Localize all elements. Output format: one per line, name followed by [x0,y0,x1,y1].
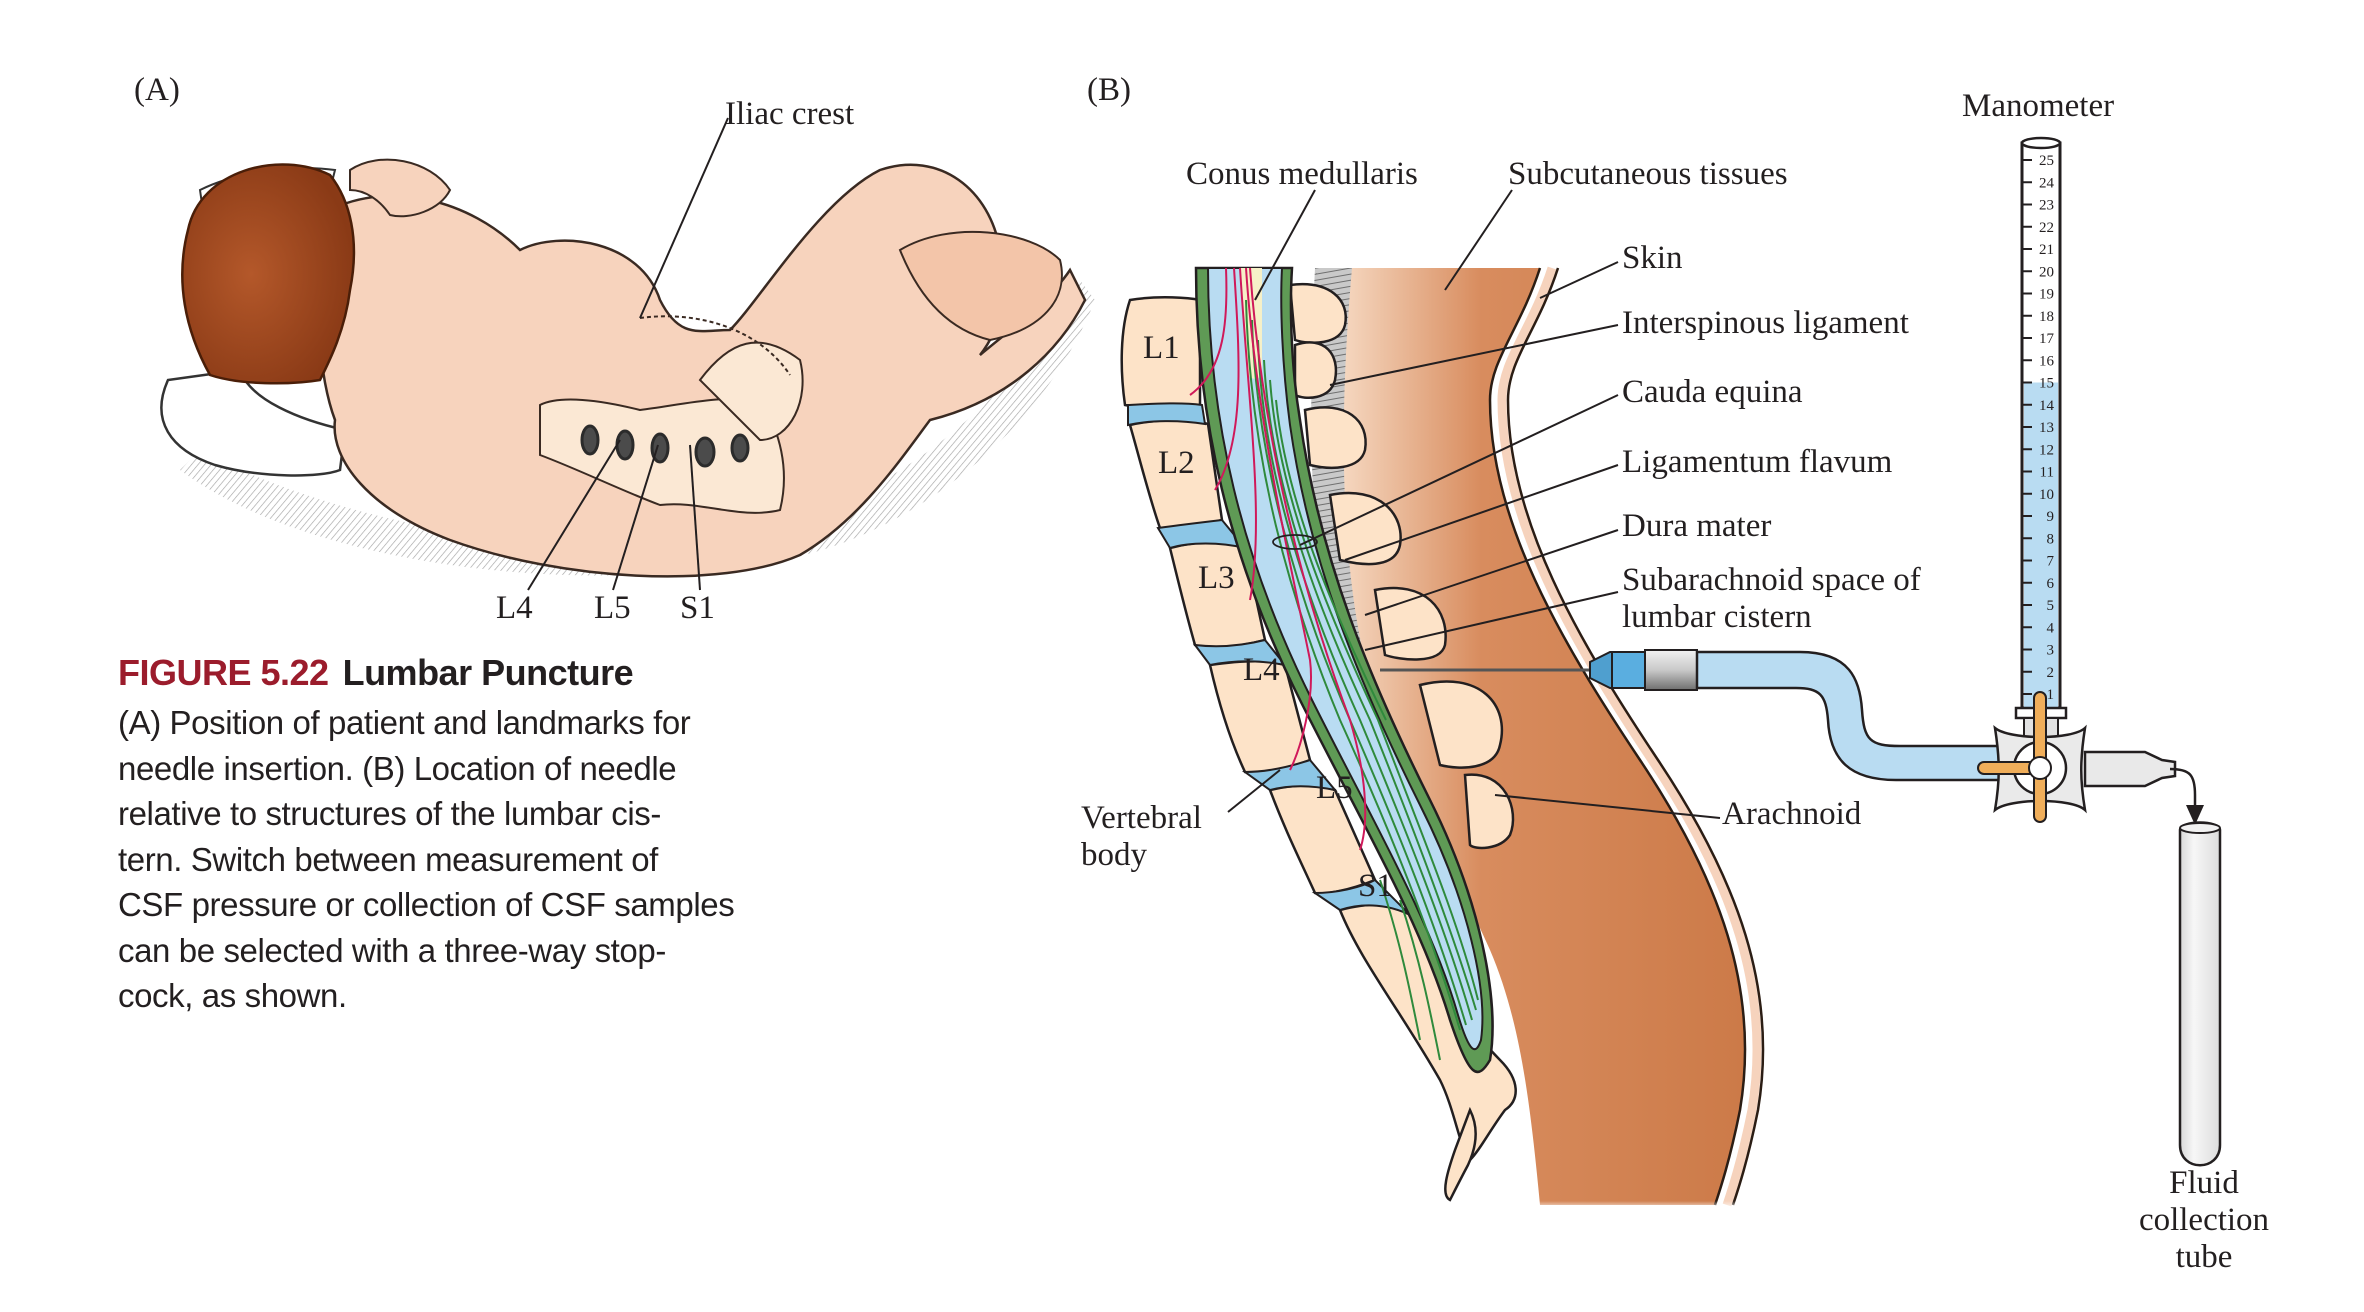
label-fluid-collection-tube: Fluid collection tube [2134,1165,2274,1276]
label-subarachnoid-line1: Subarachnoid space of [1622,562,1921,598]
caption-line: (A) Position of patient and landmarks fo… [118,704,691,741]
subcutaneous-tissue [1339,268,1746,1205]
manometer: 1234567891011121314151617181920212223242… [2014,136,2068,767]
flow-arrow [2169,767,2197,808]
patient-hair [181,163,356,385]
manometer-tick-label: 23 [2039,198,2054,214]
manometer-tick-label: 21 [2039,242,2054,258]
vertebral-bodies [1120,296,1517,1202]
manometer-tick-label: 9 [2047,509,2055,525]
caption-line: relative to structures of the lumbar cis… [118,795,661,832]
panel-a-tag: (A) [134,72,180,108]
caption-line: can be selected with a three-way stop- [118,931,666,969]
manometer-tick-label: 12 [2039,442,2054,458]
nerve-roots-red [1189,267,1367,851]
caption-line: needle insertion. (B) Location of needle [118,749,677,787]
label-a-l5: L5 [594,590,631,626]
label-a-s1: S1 [680,590,715,626]
vertebra-label-l5: L5 [1316,770,1353,806]
extension-tubing [1695,650,2012,782]
manometer-fluid [2024,382,2058,708]
manometer-tick-label: 20 [2039,264,2054,280]
arrow-head-icon [2186,805,2204,825]
label-a-l4: L4 [496,590,533,626]
label-ligamentum-flavum: Ligamentum flavum [1622,444,1893,480]
manometer-tick-label: 24 [2039,175,2055,191]
figure-caption-body: (A) Position of patient and landmarks fo… [118,700,798,1019]
label-subarachnoid-line2: lumbar cistern [1622,598,1812,635]
manometer-tick-label: 8 [2047,531,2055,547]
panel-b-tag: (B) [1087,72,1131,108]
manometer-tick-label: 2 [2047,665,2055,681]
vertebra-label-l4: L4 [1243,652,1280,688]
manometer-tick-label: 16 [2039,353,2055,369]
manometer-tick-label: 18 [2039,309,2054,325]
label-arachnoid: Arachnoid [1722,796,1862,832]
vertebra-label-l2: L2 [1158,445,1195,481]
label-tube-line2: collection [2138,1201,2270,1238]
manometer-tick-label: 22 [2039,220,2054,236]
figure-heading: FIGURE 5.22 Lumbar Puncture [118,652,798,694]
cauda-equina-pointer-loop [1272,534,1318,550]
label-subcutaneous-tissues: Subcutaneous tissues [1508,156,1788,192]
manometer-tick-label: 17 [2039,331,2055,347]
manometer-tick-label: 11 [2040,465,2054,481]
manometer-tick-label: 25 [2039,153,2054,169]
caption-line: CSF pressure or collection of CSF sample… [118,886,735,923]
manometer-tick-label: 19 [2039,287,2054,303]
label-interspinous-ligament: Interspinous ligament [1622,305,1909,341]
caption-line: tern. Switch between measurement of [118,840,658,878]
manometer-tick-label: 3 [2047,643,2055,659]
panel-b-leader-lines [1227,189,1721,819]
patient-illustration [160,158,1095,578]
manometer-tick-label: 10 [2039,487,2054,503]
caption-line: cock, as shown. [118,977,347,1014]
spine-cross-section [1100,266,1800,1210]
label-dura-mater: Dura mater [1622,508,1772,544]
panel-a-leader-lines [527,117,729,591]
manometer-tick-label: 4 [2047,620,2055,636]
label-subarachnoid-space: Subarachnoid space of lumbar cistern [1622,562,1921,636]
figure-number: FIGURE 5.22 [118,652,329,693]
label-iliac-crest: Iliac crest [725,96,855,132]
spinal-needle [1380,649,1698,691]
skin-layer [1488,267,1747,1206]
manometer-tick-label: 13 [2039,420,2054,436]
label-tube-line1: Fluid [2169,1165,2239,1201]
manometer-tick-label: 15 [2039,376,2054,392]
label-vertebral-line1: Vertebral [1081,800,1202,836]
label-manometer: Manometer [1962,88,2115,124]
figure-caption: FIGURE 5.22 Lumbar Puncture (A) Position … [118,652,798,1019]
three-way-stopcock[interactable] [1977,691,2177,823]
label-tube-line3: tube [2175,1238,2233,1275]
manometer-scale: 1234567891011121314151617181920212223242… [2022,153,2055,703]
vertebra-label-l1: L1 [1143,330,1180,366]
manometer-tick-label: 6 [2047,576,2055,592]
label-vertebral-body: Vertebral body [1081,800,1202,874]
vertebra-label-s1: S1 [1358,868,1393,904]
label-cauda-equina: Cauda equina [1622,374,1803,410]
figure-title: Lumbar Puncture [342,652,634,693]
vertebra-label-l3: L3 [1198,560,1235,596]
manometer-tick-label: 7 [2047,554,2055,570]
manometer-tick-label: 5 [2047,598,2055,614]
label-vertebral-line2: body [1081,836,1147,873]
collection-tube [2178,821,2222,1167]
manometer-tick-label: 14 [2039,398,2055,414]
pillow [160,368,347,477]
label-conus-medullaris: Conus medullaris [1186,156,1418,192]
manometer-tick-label: 1 [2047,687,2055,703]
label-skin: Skin [1622,240,1683,276]
intervertebral-discs [1127,402,1411,916]
patient-back [317,163,1087,578]
